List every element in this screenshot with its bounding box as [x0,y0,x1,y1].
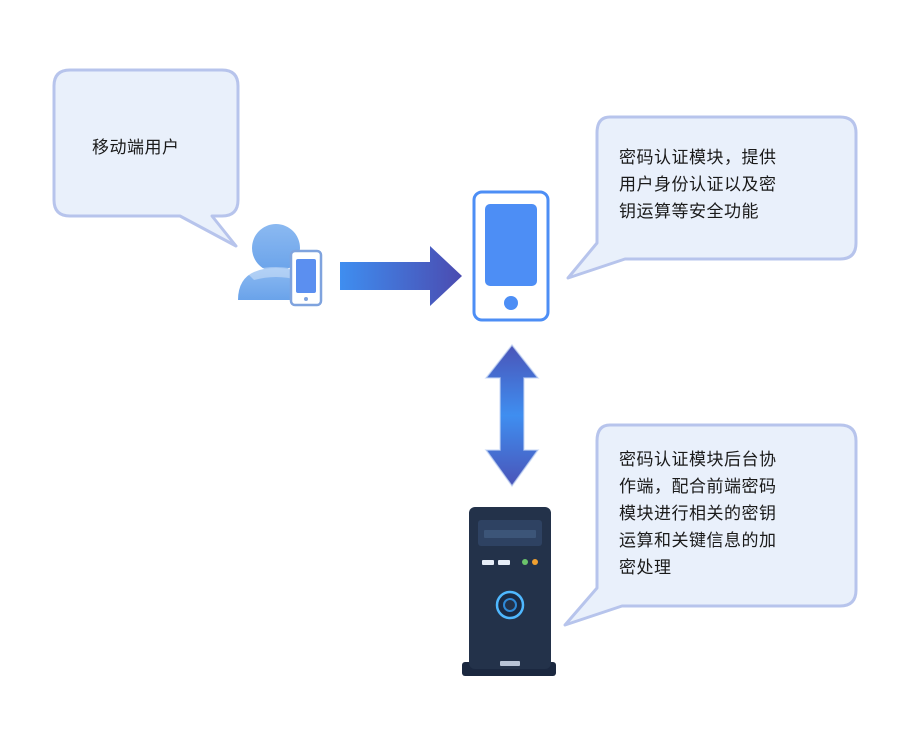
arrow-up-down-icon [484,343,540,488]
backend-line: 作端，配合前端密码 [619,477,777,497]
bubble-mobile-user [52,68,240,248]
bubble-crypto-module [566,115,858,280]
crypto-module-description: 密码认证模块，提供 用户身份认证以及密 钥运算等安全功能 [619,145,777,226]
user-with-phone-icon [238,224,323,307]
mobile-user-label-text: 移动端用户 [92,138,180,158]
bubble-backend [563,423,858,627]
backend-description: 密码认证模块后台协 作端，配合前端密码 模块进行相关的密钥 运算和关键信息的加 … [619,447,777,582]
crypto-module-line: 密码认证模块，提供 [619,148,777,168]
backend-line: 运算和关键信息的加 [619,531,777,551]
crypto-module-line: 钥运算等安全功能 [619,202,759,222]
mobile-user-label: 移动端用户 [92,135,180,162]
arrow-right-icon [340,246,462,306]
server-icon [462,507,556,676]
backend-line: 模块进行相关的密钥 [619,504,777,524]
crypto-module-line: 用户身份认证以及密 [619,175,777,195]
smartphone-icon [472,190,550,322]
backend-line: 密处理 [619,558,672,578]
backend-line: 密码认证模块后台协 [619,450,777,470]
